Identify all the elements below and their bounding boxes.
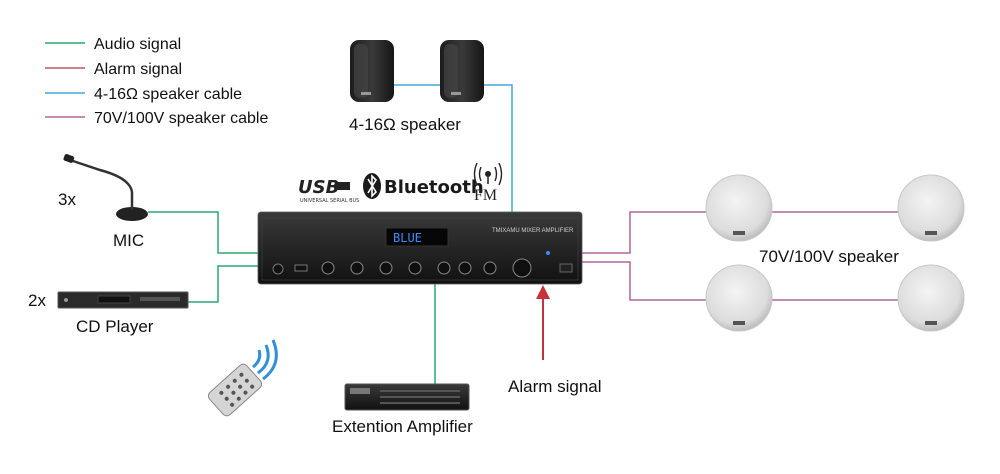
amplifier-knobs <box>321 258 532 278</box>
fm-logo: FM <box>473 162 503 204</box>
bluetooth-logo: Bluetooth <box>363 173 484 199</box>
extension-amplifier <box>344 383 470 411</box>
low-impedance-speaker-label: 4-16Ω speaker <box>349 115 461 134</box>
mixer-amplifier: BLUE TMIXAMU MIXER AMPLIFIER <box>257 211 583 285</box>
ceiling-speaker-bottom-left <box>705 264 773 332</box>
ceiling-speaker-bottom-right <box>897 264 965 332</box>
legend-label-speaker-cable-line: 70V/100V speaker cable <box>94 110 268 127</box>
speaker-cable-low <box>394 84 513 212</box>
legend-item-speaker-cable-line: 70V/100V speaker cable <box>45 110 268 127</box>
amplifier-model-text: TMIXAMU MIXER AMPLIFIER <box>492 228 574 234</box>
speaker-right <box>440 40 484 102</box>
mic-label: MIC <box>113 231 144 250</box>
microphone <box>63 154 148 221</box>
remote-control <box>207 339 278 417</box>
speaker-cable-line <box>582 211 898 301</box>
legend-label-audio: Audio signal <box>94 36 181 53</box>
ceiling-speaker-top-left <box>705 174 773 242</box>
cd-player <box>57 291 189 309</box>
usb-logo: USB UNIVERSAL SERIAL BUS <box>298 177 359 204</box>
bluetooth-logo-text: Bluetooth <box>384 177 484 198</box>
legend-item-audio: Audio signal <box>45 36 181 53</box>
extension-amplifier-label: Extention Amplifier <box>332 417 473 436</box>
fm-logo-text: FM <box>474 187 497 204</box>
legend-item-speaker-cable-low: 4-16Ω speaker cable <box>45 86 242 103</box>
wireless-waves-icon <box>252 339 278 381</box>
mic-count: 3x <box>58 190 76 209</box>
speaker-left <box>350 40 394 102</box>
line-speaker-label: 70V/100V speaker <box>759 247 899 266</box>
usb-logo-subtext: UNIVERSAL SERIAL BUS <box>300 198 359 204</box>
legend-item-alarm: Alarm signal <box>45 61 182 78</box>
ceiling-speaker-top-right <box>897 174 965 242</box>
amplifier-display: BLUE <box>393 231 422 245</box>
usb-logo-text: USB <box>298 177 339 198</box>
cd-label: CD Player <box>76 317 154 336</box>
alarm-label: Alarm signal <box>508 377 602 396</box>
cd-count: 2x <box>28 291 46 310</box>
legend-label-speaker-cable-low: 4-16Ω speaker cable <box>94 86 242 103</box>
legend: Audio signal Alarm signal 4-16Ω speaker … <box>45 36 268 127</box>
audio-lines <box>148 211 436 384</box>
legend-label-alarm: Alarm signal <box>94 61 182 78</box>
